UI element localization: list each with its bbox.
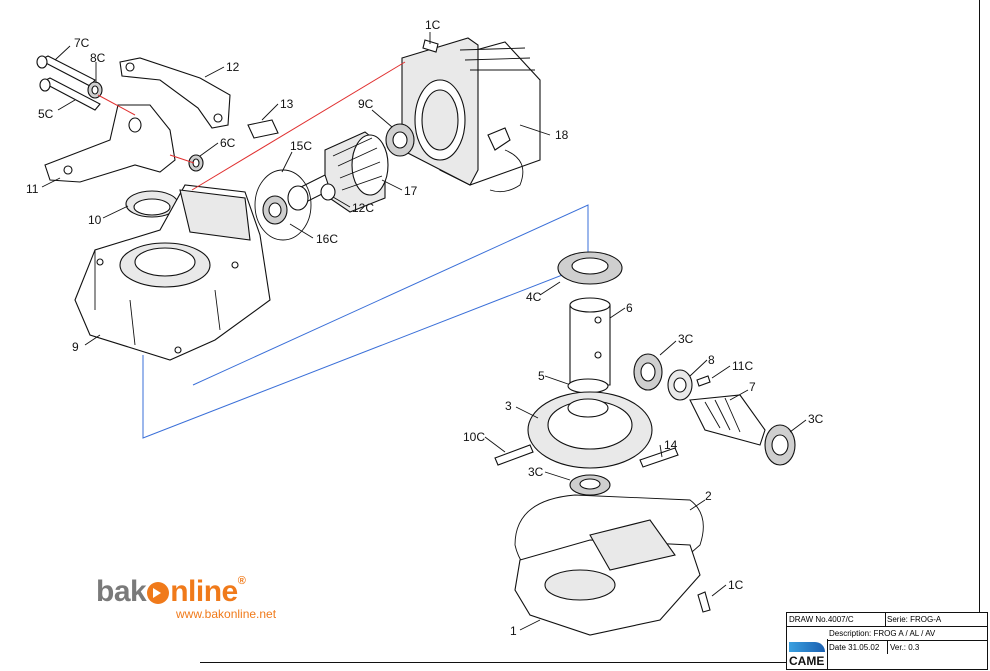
part-10C-pin bbox=[494, 444, 534, 466]
part-8-pinion bbox=[667, 369, 693, 401]
version: Ver.: 0.3 bbox=[890, 643, 920, 652]
label-7C: 7C bbox=[74, 36, 90, 50]
label-11C: 11C bbox=[732, 359, 753, 373]
part-17-rotor bbox=[287, 131, 389, 213]
part-9-housing bbox=[74, 184, 271, 361]
part-3-gear bbox=[527, 391, 653, 469]
label-1C-top: 1C bbox=[425, 18, 441, 32]
label-10: 10 bbox=[88, 213, 102, 227]
part-14-pin bbox=[639, 447, 679, 468]
label-6C: 6C bbox=[220, 136, 236, 150]
title-block: DRAW No.4007/C Serie: FROG-A Description… bbox=[786, 612, 988, 670]
label-3C-c: 3C bbox=[528, 465, 544, 479]
label-1C-bottom: 1C bbox=[728, 578, 744, 592]
part-6-shaft bbox=[569, 297, 611, 386]
label-5C: 5C bbox=[38, 107, 54, 121]
label-17: 17 bbox=[404, 184, 418, 198]
came-brand: CAME bbox=[789, 654, 825, 668]
title-row-3: Date 31.05.02 Ver.: 0.3 bbox=[827, 641, 987, 654]
part-1C-bottom-screw bbox=[697, 591, 711, 613]
label-11: 11 bbox=[26, 182, 39, 196]
label-9: 9 bbox=[72, 340, 79, 354]
part-4C-bearing bbox=[557, 251, 623, 285]
part-11C-key bbox=[696, 375, 711, 387]
label-16C: 16C bbox=[316, 232, 338, 246]
description: Description: FROG A / AL / AV bbox=[829, 629, 936, 638]
part-1-cover bbox=[514, 519, 701, 636]
serie: Serie: FROG-A bbox=[887, 615, 942, 624]
date: Date 31.05.02 bbox=[827, 641, 888, 654]
label-6: 6 bbox=[626, 301, 633, 315]
label-4C: 4C bbox=[526, 290, 542, 304]
part-12-bracket bbox=[119, 57, 231, 129]
label-5: 5 bbox=[538, 369, 545, 383]
label-13: 13 bbox=[280, 97, 294, 111]
part-3C-bearing-lower bbox=[569, 474, 611, 496]
drawing-frame-bottom bbox=[200, 662, 786, 663]
title-row-2: Description: FROG A / AL / AV bbox=[827, 627, 987, 641]
logo-text-nline: nline bbox=[170, 575, 238, 608]
assembly-line-red bbox=[97, 61, 406, 191]
label-12C: 12C bbox=[352, 201, 374, 215]
part-1C-top-screw bbox=[422, 39, 439, 53]
title-row-1: DRAW No.4007/C Serie: FROG-A bbox=[787, 613, 987, 627]
part-7-worm-shaft bbox=[689, 394, 766, 446]
logo-arrow-icon bbox=[147, 582, 170, 604]
logo-registered: ® bbox=[237, 575, 246, 587]
part-8C-nut bbox=[87, 81, 103, 99]
drawing-frame-right bbox=[979, 0, 980, 612]
part-3C-bearing-upper bbox=[633, 353, 663, 391]
label-3: 3 bbox=[505, 399, 512, 413]
label-10C: 10C bbox=[463, 430, 485, 444]
label-12: 12 bbox=[226, 60, 240, 74]
part-10-ring bbox=[125, 190, 179, 218]
label-9C: 9C bbox=[358, 97, 374, 111]
logo-wordmark: bak nline® bbox=[96, 575, 246, 608]
label-1: 1 bbox=[510, 624, 517, 638]
label-18: 18 bbox=[555, 128, 569, 142]
label-2: 2 bbox=[705, 489, 712, 503]
bakonline-logo: bak nline® www.bakonline.net bbox=[96, 575, 276, 621]
label-8C: 8C bbox=[90, 51, 106, 65]
part-11-bracket bbox=[44, 104, 176, 183]
draw-number: DRAW No.4007/C bbox=[787, 613, 886, 626]
label-14: 14 bbox=[664, 438, 678, 452]
part-7C-screw bbox=[36, 55, 96, 87]
part-12C-ring bbox=[320, 183, 336, 201]
label-7: 7 bbox=[749, 380, 756, 394]
part-9C-bearing bbox=[385, 123, 415, 157]
part-6C-nut bbox=[188, 154, 204, 172]
part-13-plate bbox=[247, 119, 279, 139]
logo-text-bak: bak bbox=[96, 575, 147, 608]
part-18-motor bbox=[401, 37, 541, 193]
came-swoosh-icon bbox=[789, 642, 825, 652]
leader-lines bbox=[41, 32, 807, 631]
label-15C: 15C bbox=[290, 139, 312, 153]
part-5C-screw bbox=[39, 77, 101, 111]
part-3C-bearing-right bbox=[764, 424, 796, 466]
part-5-washer bbox=[567, 378, 609, 394]
part-labels: 1C 7C 8C 5C 12 13 6C 11 10 15C 9C 18 17 … bbox=[26, 18, 824, 638]
label-8: 8 bbox=[708, 353, 715, 367]
label-3C-b: 3C bbox=[808, 412, 824, 426]
came-logo: CAME bbox=[787, 639, 828, 669]
logo-url: www.bakonline.net bbox=[176, 607, 277, 621]
part-16C-seal bbox=[262, 195, 288, 225]
label-3C-a: 3C bbox=[678, 332, 694, 346]
